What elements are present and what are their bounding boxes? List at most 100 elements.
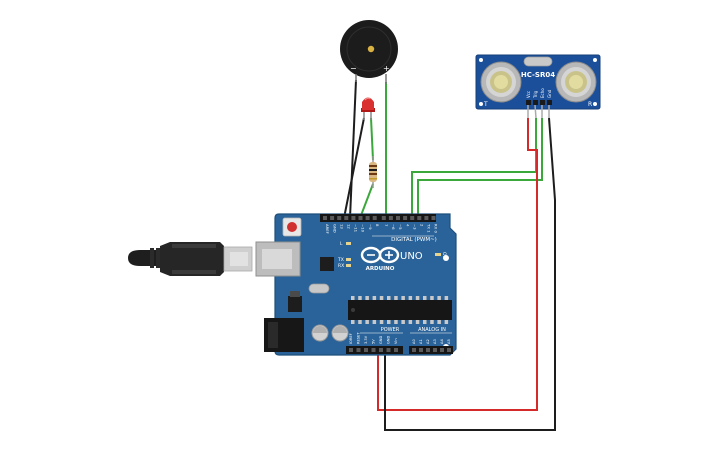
- resistor: [369, 156, 377, 188]
- microcontroller-pin: [394, 296, 398, 300]
- microcontroller-pin: [444, 296, 449, 300]
- arduino-analog-header: [409, 346, 453, 354]
- usb-plug-grip: [172, 270, 216, 274]
- digital-pin-label: ~5: [398, 224, 403, 230]
- wire-led-gnd: [343, 117, 365, 219]
- arduino-usb-chip: [320, 257, 334, 271]
- usb-cable-strain-relief: [128, 250, 160, 266]
- power-pin-label: 5V: [372, 339, 376, 344]
- wire-sensor-vcc: [377, 118, 538, 411]
- power-pin-hole: [349, 348, 353, 352]
- arduino-microcontroller: [348, 300, 452, 320]
- digital-header-label: DIGITAL (PWM~): [391, 237, 437, 243]
- microcontroller-pin: [401, 320, 405, 324]
- resistor-band-1: [369, 165, 377, 167]
- digital-pin-hole: [372, 216, 377, 220]
- buzzer-plus-label: +: [383, 64, 390, 73]
- arduino-capacitor-mark: [333, 326, 347, 333]
- arduino-capacitor-mark: [313, 326, 327, 333]
- digital-pin-hole: [323, 216, 327, 220]
- microcontroller-pin: [415, 296, 420, 300]
- microcontroller-pin: [379, 296, 384, 300]
- arduino-reset-button-cap: [287, 222, 297, 232]
- analog-pin-label: A0: [412, 339, 416, 344]
- arduino-model-text: UNO: [400, 251, 423, 262]
- digital-pin-label: ~10: [361, 224, 366, 233]
- microcontroller-pin: [351, 320, 355, 324]
- power-pin-hole: [371, 348, 376, 352]
- digital-pin-label: 12: [347, 224, 352, 229]
- microcontroller-pin: [415, 320, 420, 324]
- analog-header-label: ANALOG IN: [418, 327, 446, 333]
- wire-led-resistor: [370, 117, 374, 161]
- microcontroller-pin: [408, 320, 413, 324]
- microcontroller-pin: [372, 296, 377, 300]
- microcontroller-pin: [437, 320, 441, 324]
- usb-cable: [128, 242, 253, 276]
- digital-pin-label: ~3: [412, 224, 417, 230]
- arduino-usb-jack-inner: [262, 249, 292, 269]
- arduino-regulator-tab: [290, 291, 300, 297]
- analog-pin-hole: [447, 348, 451, 352]
- power-pin-label: GND: [387, 336, 391, 344]
- sensor-pin-leg: [534, 104, 537, 119]
- microcontroller-pin: [387, 320, 391, 324]
- digital-pin-hole: [330, 216, 335, 220]
- microcontroller-pins: [351, 296, 449, 324]
- usb-plug-grip: [172, 244, 216, 248]
- digital-pin-label: 4: [405, 224, 410, 227]
- power-pin-hole: [356, 348, 361, 352]
- microcontroller-pin: [372, 320, 377, 324]
- power-pin-label: GND: [379, 336, 383, 344]
- power-pin-label: Vin: [394, 338, 398, 344]
- digital-pin-label: GND: [332, 224, 337, 233]
- analog-pin-hole: [433, 348, 437, 352]
- digital-pin-hole: [396, 216, 400, 220]
- sensor-hole: [479, 58, 483, 62]
- sensor-pin: [540, 100, 545, 105]
- microcontroller-pin: [437, 296, 441, 300]
- analog-pin-label: A5: [447, 339, 451, 344]
- analog-pin-hole: [426, 348, 430, 352]
- digital-pin-hole: [337, 216, 342, 220]
- sensor-pin: [547, 100, 552, 105]
- buzzer-minus-label: −: [350, 64, 357, 73]
- led-dome: [362, 97, 374, 110]
- usb-cable-ridge: [156, 248, 160, 268]
- wires: [343, 79, 556, 431]
- digital-pin-label: ~11: [354, 224, 359, 233]
- microcontroller-pin: [401, 296, 405, 300]
- arduino-logo-text: ARDUINO: [366, 266, 395, 272]
- digital-pin-hole: [403, 216, 408, 220]
- arduino-l-label: L: [340, 241, 343, 247]
- arduino-digital-header: [320, 214, 436, 222]
- sensor-pin-label: Echo: [540, 88, 545, 98]
- microcontroller-pin: [365, 296, 369, 300]
- microcontroller-pin: [444, 320, 449, 324]
- power-pin-hole: [386, 348, 391, 352]
- analog-pin-hole: [440, 348, 444, 352]
- microcontroller-pin: [394, 320, 398, 324]
- digital-pin-hole: [388, 216, 393, 220]
- microcontroller-pin: [423, 296, 427, 300]
- sensor-corner-left: T: [483, 101, 488, 108]
- analog-pin-label: A4: [440, 339, 444, 344]
- microcontroller-notch: [351, 308, 355, 312]
- analog-pin-label: A3: [433, 339, 437, 344]
- analog-pin-hole: [419, 348, 423, 352]
- arduino-tx-label: TX: [337, 257, 344, 263]
- power-pin-label: RESET: [357, 332, 361, 344]
- digital-pin-hole: [424, 216, 429, 220]
- arduino-logo: [360, 246, 400, 264]
- sensor-receiver: [555, 61, 597, 103]
- sensor-transmitter: [480, 61, 522, 103]
- ultrasonic-sensor: HC-SR04 T R Vcc Trig Echo Gnd: [475, 54, 601, 119]
- sensor-hole: [593, 102, 597, 106]
- microcontroller-pin: [423, 320, 427, 324]
- analog-pin-label: A1: [419, 339, 423, 344]
- digital-pin-hole: [381, 216, 386, 220]
- digital-pin-label: 8: [375, 224, 380, 227]
- wire-sensor-trig: [411, 118, 537, 218]
